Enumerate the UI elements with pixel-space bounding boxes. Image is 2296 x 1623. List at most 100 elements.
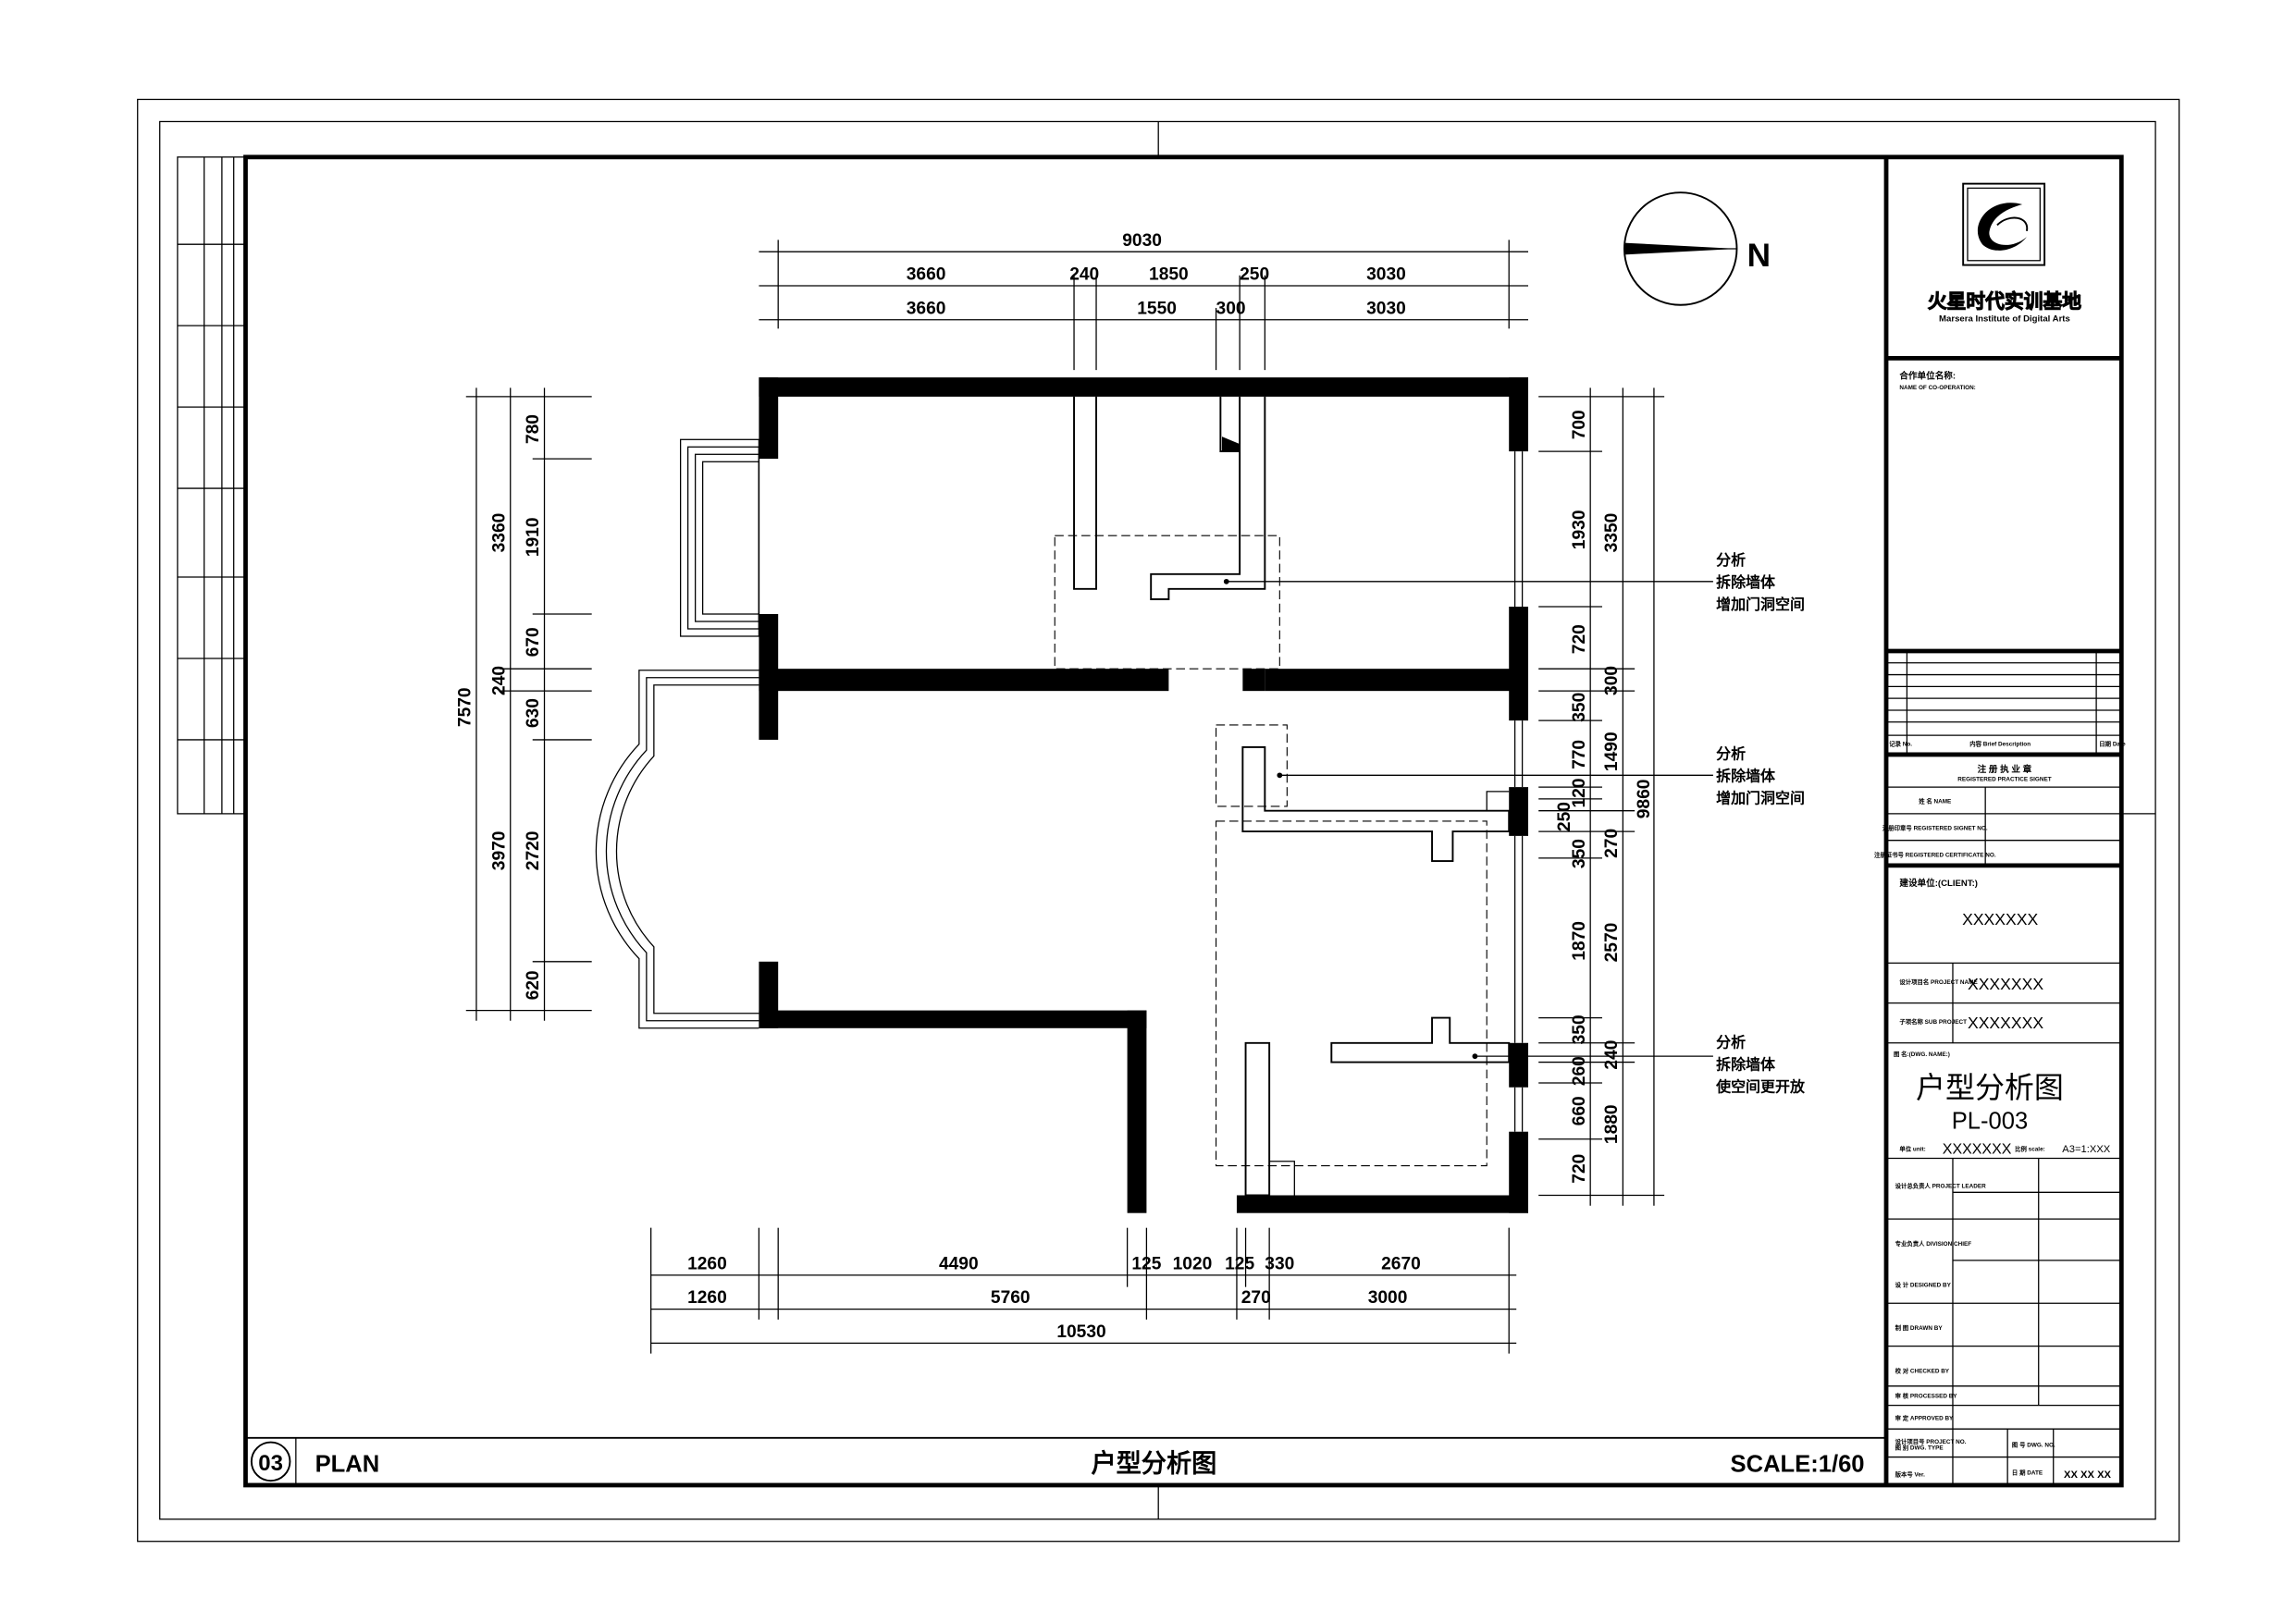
label: 1490 — [1602, 732, 1622, 771]
label: 3360 — [489, 513, 509, 553]
label: 2670 — [1381, 1254, 1421, 1273]
label: 3970 — [489, 831, 509, 871]
label: 240 — [1069, 265, 1099, 285]
label: 审 定 APPROVED BY — [1895, 1414, 1954, 1422]
label: 720 — [1570, 624, 1589, 654]
label: 内容 Brief Description — [1969, 739, 2031, 747]
label: 3660 — [907, 299, 946, 318]
label: 240 — [489, 666, 509, 695]
label: 设 计 DESIGNED BY — [1895, 1281, 1952, 1289]
label: 1550 — [1137, 299, 1177, 318]
drawing-name: 户型分析图 — [1916, 1071, 2064, 1104]
label: 拆除墙体 — [1716, 768, 1776, 785]
label: 350 — [1570, 693, 1589, 722]
analysis-zone-2 — [1216, 724, 1288, 807]
label: 记录 No. — [1889, 739, 1912, 747]
label: 1870 — [1570, 921, 1589, 961]
label: 250 — [1240, 265, 1269, 285]
label: 250 — [1555, 802, 1574, 831]
label: 图 号 DWG. NO. — [2012, 1440, 2055, 1448]
dimension-lines — [465, 240, 1665, 1354]
label: 3030 — [1366, 299, 1406, 318]
label: 1020 — [1173, 1254, 1213, 1273]
client-label: 建设单位:(CLIENT:) — [1898, 878, 1978, 889]
label: 2570 — [1602, 923, 1622, 963]
label: REGISTERED PRACTICE SIGNET — [1957, 777, 2051, 783]
label: 单位 unit: — [1899, 1145, 1925, 1153]
label: 增加门洞空间 — [1716, 596, 1805, 613]
label: 120 — [1570, 779, 1589, 808]
label: 700 — [1570, 410, 1589, 439]
label: 3660 — [907, 265, 946, 285]
north-arrow-icon — [1623, 242, 1737, 255]
label: 1910 — [524, 517, 543, 557]
label: XXXXXXX — [1943, 1142, 2012, 1158]
annotation-3: 分析 拆除墙体 使空间更开放 — [1715, 1034, 1806, 1096]
label: 270 — [1241, 1288, 1271, 1308]
label: 300 — [1602, 666, 1622, 695]
revision-table: 记录 No. 内容 Brief Description 日期 Date — [1886, 648, 2126, 757]
north-arrow: N — [1623, 191, 1771, 306]
signature-table: 设计总负责人 PROJECT LEADER 专业负责人 DIVISION CHI… — [1886, 1157, 2122, 1485]
label: 3000 — [1368, 1288, 1408, 1308]
label: 拆除墙体 — [1716, 573, 1776, 591]
label: 125 — [1225, 1254, 1254, 1273]
company-name-cn: 火星时代实训基地 — [1928, 290, 2081, 313]
windows — [1513, 451, 1524, 1132]
left-sign-strip — [177, 156, 247, 815]
sheet-scale: SCALE:1/60 — [1731, 1452, 1865, 1478]
label: 合作单位名称: — [1899, 371, 1956, 382]
label: 350 — [1570, 1014, 1589, 1044]
annotation-leaders — [1223, 578, 1713, 1060]
label: XX XX XX — [2064, 1469, 2112, 1481]
label: 专业负责人 DIVISION CHIEF — [1895, 1239, 1972, 1248]
drawing-code: PL-003 — [1952, 1109, 2028, 1135]
label: 分析 — [1716, 745, 1746, 763]
label: 1930 — [1570, 510, 1589, 550]
label: 校 对 CHECKED BY — [1895, 1366, 1950, 1374]
label: 125 — [1131, 1254, 1161, 1273]
label: 版本号 Ver. — [1895, 1469, 1925, 1478]
label: 注册证书号 REGISTERED CERTIFICATE NO. — [1874, 850, 1996, 858]
label: 770 — [1570, 740, 1589, 769]
company-logo — [1962, 182, 2046, 266]
label: 拆除墙体 — [1716, 1056, 1776, 1074]
label: 7570 — [456, 687, 475, 727]
label: 1850 — [1149, 265, 1189, 285]
label: 1260 — [687, 1288, 727, 1308]
annotation-2: 分析 拆除墙体 增加门洞空间 — [1716, 745, 1805, 807]
label: A3=1:XXX — [2062, 1144, 2110, 1155]
label: 2720 — [524, 831, 543, 871]
label: 4490 — [939, 1254, 979, 1273]
north-label: N — [1747, 238, 1771, 274]
analysis-zone-1 — [1054, 535, 1280, 670]
label: 350 — [1570, 839, 1589, 868]
label: 分析 — [1716, 1034, 1746, 1051]
label: 240 — [1602, 1040, 1622, 1070]
label: 图 名:(DWG. NAME:) — [1894, 1050, 1950, 1058]
title-block: 火星时代实训基地 Marsera Institute of Digital Ar… — [1874, 156, 2126, 1485]
interior-walls — [1073, 396, 1511, 1197]
bay-window — [680, 438, 760, 637]
company-name-en: Marsera Institute of Digital Arts — [1939, 314, 2070, 324]
view-label: PLAN — [315, 1452, 380, 1478]
label: NAME OF CO-OPERATION: — [1899, 385, 1975, 391]
drawing-number: 03 — [258, 1451, 283, 1476]
label: 1260 — [687, 1254, 727, 1273]
label: 日 期 DATE — [2012, 1469, 2043, 1477]
label: 分析 — [1716, 551, 1746, 569]
floor-plan — [595, 377, 1713, 1213]
label: 330 — [1265, 1254, 1294, 1273]
annotation-1: 分析 拆除墙体 增加门洞空间 — [1716, 551, 1805, 613]
label: 670 — [524, 627, 543, 657]
client-value: XXXXXXX — [1962, 910, 2038, 928]
label: 260 — [1570, 1056, 1589, 1086]
label: 10530 — [1056, 1322, 1105, 1342]
sheet-frames — [137, 98, 2180, 1543]
label: 设计项目号 PROJECT NO. — [1895, 1437, 1967, 1445]
registered-seal-table: 注 册 执 业 章 REGISTERED PRACTICE SIGNET 姓 名… — [1874, 764, 2122, 868]
label: 姓 名 NAME — [1918, 797, 1951, 805]
label: 630 — [524, 698, 543, 728]
sheet-title-strip: 03 PLAN 户型分析图 SCALE:1/60 — [245, 1436, 1887, 1485]
